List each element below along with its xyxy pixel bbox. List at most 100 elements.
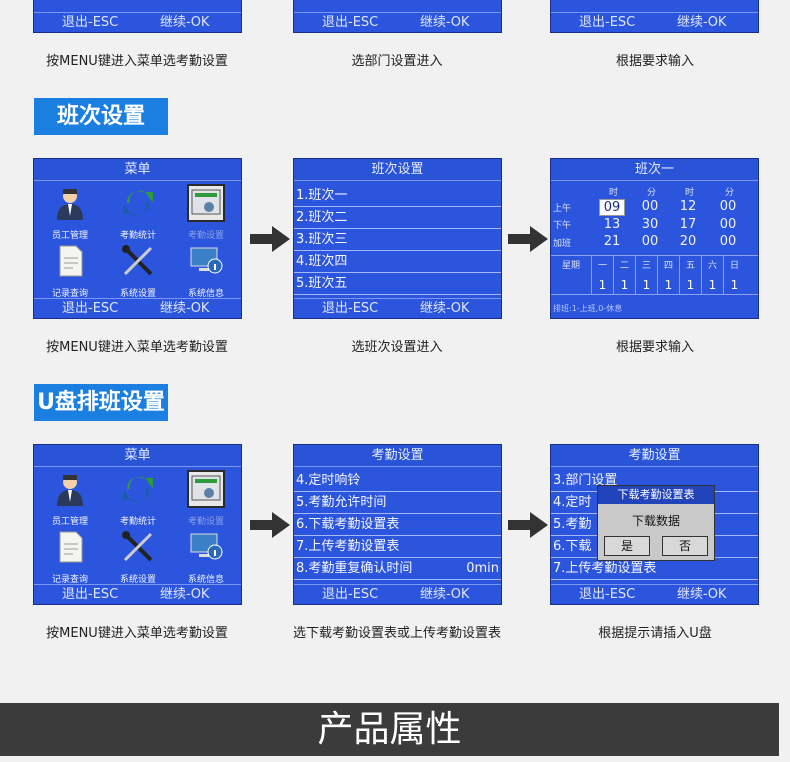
arrow-right-icon: [250, 512, 290, 538]
menu-item-stats[interactable]: 考勤统计: [104, 183, 172, 241]
row-label: 下午: [553, 221, 572, 231]
week-value[interactable]: 1: [613, 275, 635, 295]
tools-icon: [122, 245, 153, 276]
time-field[interactable]: 13: [603, 217, 621, 232]
dialog-message: 下载数据: [631, 514, 680, 528]
week-day: 日: [723, 256, 745, 276]
list-item-value: 0min: [466, 561, 499, 576]
list-item[interactable]: 6.下载考勤设置表: [294, 514, 501, 536]
screen-footer: 退出-ESC 继续-OK: [294, 298, 501, 318]
screen-title: 考勤设置: [294, 445, 501, 467]
list-item[interactable]: 8.考勤重复确认时间 0min: [294, 558, 501, 580]
top-screen-1: 退出-ESC 继续-OK: [33, 0, 242, 33]
menu-item-attendance-settings[interactable]: 考勤设置: [172, 183, 240, 241]
week-value[interactable]: 1: [635, 275, 657, 295]
menu-item-attendance-settings[interactable]: 考勤设置: [172, 469, 240, 527]
week-day: 五: [679, 256, 701, 276]
screen-footer: 退出-ESC 继续-OK: [551, 584, 758, 604]
menu-item-employee[interactable]: 员工管理: [36, 469, 104, 527]
shift-list-screen: 班次设置 1.班次一 2.班次二 3.班次三 4.班次四 5.班次五 退出-ES…: [293, 158, 502, 319]
time-field[interactable]: 00: [641, 234, 659, 249]
list-item[interactable]: 3.班次三: [294, 229, 501, 251]
list-item[interactable]: 5.班次五: [294, 273, 501, 295]
screen-footer: 退出-ESC 继续-OK: [34, 12, 241, 32]
week-day: 一: [591, 256, 613, 276]
time-field[interactable]: 09: [599, 199, 625, 216]
screen-title: 菜单: [34, 159, 241, 181]
caption: 按MENU键进入菜单选考勤设置: [46, 340, 228, 355]
monitor-info-icon: [190, 247, 223, 274]
list-item[interactable]: 2.班次二: [294, 207, 501, 229]
screen-footer: 退出-ESC 继续-OK: [294, 12, 501, 32]
monitor-info-icon: [190, 533, 223, 560]
screen-footer: 退出-ESC 继续-OK: [551, 12, 758, 32]
document-icon: [59, 531, 83, 563]
section-heading-usb: U盘排班设置: [34, 384, 168, 421]
time-field[interactable]: 17: [679, 217, 697, 232]
week-value[interactable]: 1: [723, 275, 745, 295]
menu-item-system-settings[interactable]: 系统设置: [104, 527, 172, 585]
section-heading-shift: 班次设置: [34, 98, 168, 135]
refresh-icon: [123, 190, 153, 216]
list-item[interactable]: 1.班次一: [294, 185, 501, 207]
time-field[interactable]: 12: [679, 199, 697, 214]
menu-item-records[interactable]: 记录查询: [36, 527, 104, 585]
menu-screen: 菜单 员工管理 考勤统计 考勤设置 记录查询 系统设置 系统信息 退出-ESC …: [33, 158, 242, 319]
menu-item-system-settings[interactable]: 系统设置: [104, 241, 172, 299]
menu-item-system-info[interactable]: 系统信息: [172, 527, 240, 585]
week-value[interactable]: 1: [657, 275, 679, 295]
week-day: 二: [613, 256, 635, 276]
week-day: 六: [701, 256, 723, 276]
user-icon: [57, 189, 83, 220]
caption: 根据要求输入: [615, 340, 694, 355]
shift-detail-screen: 班次一 时 分 时 分 上午 09 00 12 00 下午 13 30 17 0…: [550, 158, 759, 319]
screen-title: 班次一: [551, 159, 758, 181]
week-day: 四: [657, 256, 679, 276]
download-dialog: 下载考勤设置表 下载数据 是 否: [597, 485, 715, 561]
time-field[interactable]: 30: [641, 217, 659, 232]
dialog-title: 下载考勤设置表: [598, 486, 714, 504]
time-field[interactable]: 20: [679, 234, 697, 249]
time-field[interactable]: 00: [641, 199, 659, 214]
caption: 根据提示请插入U盘: [598, 626, 712, 641]
time-field[interactable]: 21: [603, 234, 621, 249]
download-dialog-screen: 考勤设置 3.部门设置 4.定时 5.考勤 6.下载 7.上传考勤设置表 下载考…: [550, 444, 759, 605]
row-label: 上午: [553, 204, 572, 214]
caption: 选部门设置进入: [351, 54, 443, 69]
user-icon: [57, 475, 83, 506]
caption: 按MENU键进入菜单选考勤设置: [46, 626, 228, 641]
yes-button[interactable]: 是: [604, 536, 650, 556]
caption: 按MENU键进入菜单选考勤设置: [46, 54, 228, 69]
week-value[interactable]: 1: [701, 275, 723, 295]
column-head: 时: [609, 188, 619, 198]
time-field[interactable]: 00: [719, 199, 737, 214]
time-field[interactable]: 00: [719, 217, 737, 232]
list-item[interactable]: 7.上传考勤设置表: [294, 536, 501, 558]
week-value[interactable]: 1: [679, 275, 701, 295]
list-item[interactable]: 4.定时响铃: [294, 470, 501, 492]
list-item[interactable]: 5.考勤允许时间: [294, 492, 501, 514]
menu-item-employee[interactable]: 员工管理: [36, 183, 104, 241]
list-item[interactable]: 7.上传考勤设置表: [551, 558, 758, 580]
caption: 选班次设置进入: [351, 340, 443, 355]
arrow-right-icon: [508, 226, 548, 252]
no-button[interactable]: 否: [662, 536, 708, 556]
tools-icon: [122, 531, 153, 562]
settings-screen-icon: [187, 470, 225, 508]
week-value[interactable]: 1: [591, 275, 613, 295]
menu-item-records[interactable]: 记录查询: [36, 241, 104, 299]
caption: 根据要求输入: [615, 54, 694, 69]
attendance-settings-screen: 考勤设置 4.定时响铃 5.考勤允许时间 6.下载考勤设置表 7.上传考勤设置表…: [293, 444, 502, 605]
settings-screen-icon: [187, 184, 225, 222]
list-item-label: 8.考勤重复确认时间: [296, 561, 413, 576]
menu-item-system-info[interactable]: 系统信息: [172, 241, 240, 299]
column-head: 时: [685, 188, 695, 198]
time-field[interactable]: 00: [719, 234, 737, 249]
column-head: 分: [647, 188, 657, 198]
document-icon: [59, 245, 83, 277]
menu-item-stats[interactable]: 考勤统计: [104, 469, 172, 527]
screen-footer: 退出-ESC 继续-OK: [34, 298, 241, 318]
arrow-right-icon: [508, 512, 548, 538]
list-item[interactable]: 4.班次四: [294, 251, 501, 273]
product-attributes-banner: 产品属性: [0, 703, 779, 756]
